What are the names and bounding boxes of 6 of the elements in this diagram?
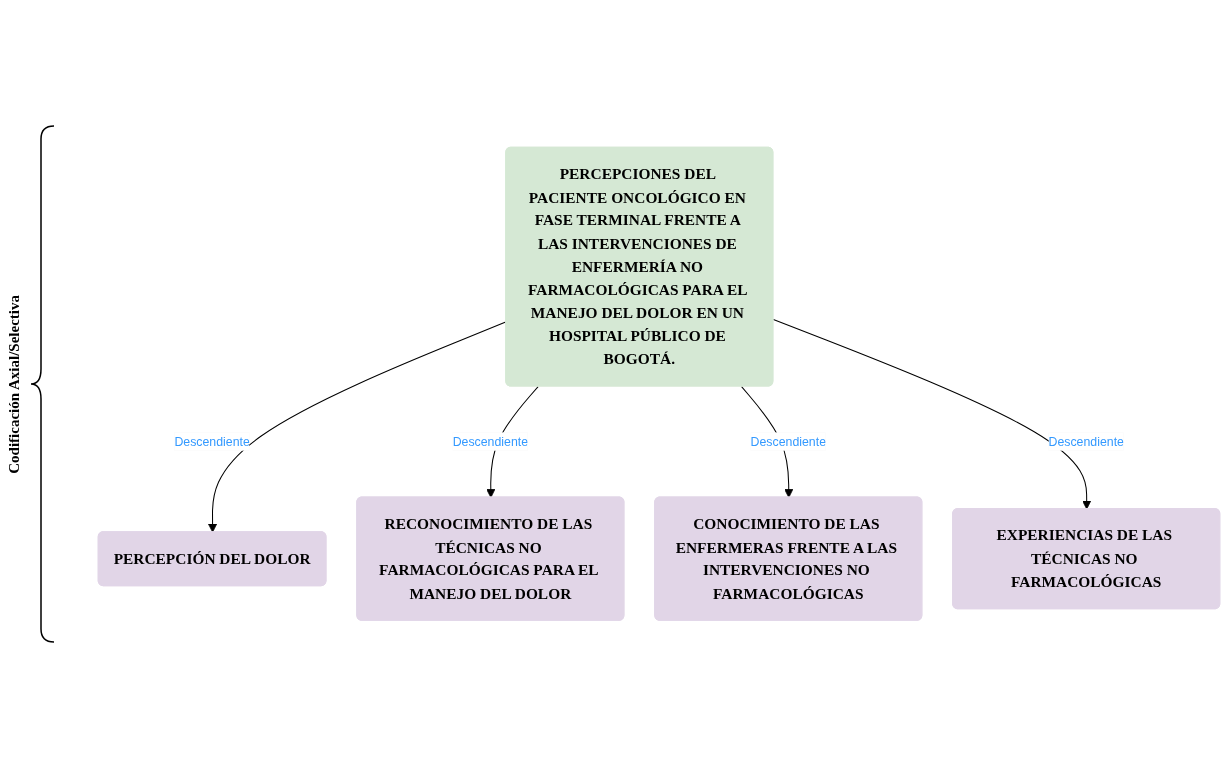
edge-label: Descendiente <box>750 434 826 449</box>
edge-label: Descendiente <box>174 434 250 449</box>
edge-label: Descendiente <box>452 434 529 449</box>
edge-label: Descendiente <box>1048 434 1124 449</box>
axis-label: Codificación Axial/Selectiva <box>6 294 23 474</box>
arrow <box>772 319 1092 510</box>
